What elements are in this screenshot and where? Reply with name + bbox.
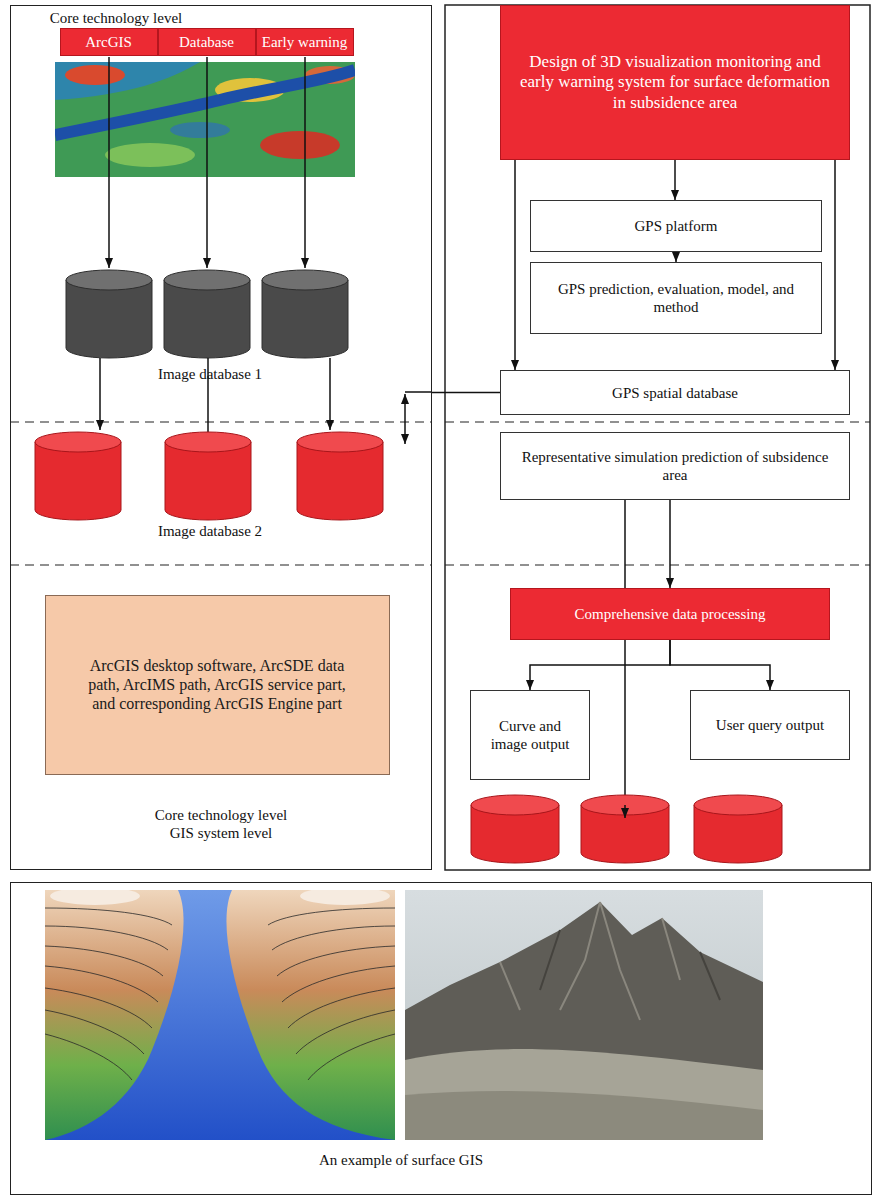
terrain-image xyxy=(55,62,355,177)
connector-arrow xyxy=(670,640,770,690)
process-box: Representative simulation prediction of … xyxy=(500,432,850,500)
box-text: User query output xyxy=(716,716,824,734)
module-box: ArcGIS xyxy=(60,28,158,56)
database-box: GPS spatial database xyxy=(500,370,850,415)
connector-arrow xyxy=(432,392,500,394)
box-text: Curve and image output xyxy=(479,717,581,753)
database-label: Image database 1 xyxy=(110,365,310,383)
box-text: ArcGIS xyxy=(85,33,132,51)
panel-heading: An example of surface GIS xyxy=(11,1151,791,1169)
process-box: GPS prediction, evaluation, model, and m… xyxy=(530,262,822,334)
system-panel: Core technology levelCore technology lev… xyxy=(10,5,432,870)
module-box: Early warning xyxy=(256,28,354,56)
example-panel: An example of surface GIS xyxy=(10,882,872,1195)
panel-heading: Core technology level xyxy=(31,9,201,27)
connector-arrow xyxy=(669,500,671,588)
box-text: Design of 3D visualization monitoring an… xyxy=(513,52,837,113)
database-label: Image database 2 xyxy=(110,522,310,540)
mountain-photo xyxy=(405,890,763,1140)
output-box: User query output xyxy=(690,690,850,760)
box-text: GPS prediction, evaluation, model, and m… xyxy=(541,280,811,316)
connector-arrow xyxy=(675,252,677,262)
panel-heading: Core technology level GIS system level xyxy=(146,806,296,842)
box-text: Representative simulation prediction of … xyxy=(511,448,839,484)
valley-illustration xyxy=(45,890,395,1140)
software-box: ArcGIS desktop software, ArcSDE data pat… xyxy=(45,595,390,775)
box-text: Comprehensive data processing xyxy=(575,605,766,623)
connector-arrow xyxy=(674,160,676,200)
box-text: GPS platform xyxy=(635,217,718,235)
module-box: Database xyxy=(158,28,256,56)
connector-arrow xyxy=(514,160,516,370)
output-box: Curve and image output xyxy=(470,690,590,780)
box-text: GPS spatial database xyxy=(612,384,738,402)
process-box: Comprehensive data processing xyxy=(510,588,830,640)
box-text: Database xyxy=(179,33,234,51)
connector-arrow xyxy=(530,640,670,690)
title-box: Design of 3D visualization monitoring an… xyxy=(500,5,850,160)
box-text: Early warning xyxy=(262,33,347,51)
connector-arrow xyxy=(834,160,836,370)
box-text: ArcGIS desktop software, ArcSDE data pat… xyxy=(76,656,359,714)
process-box: GPS platform xyxy=(530,200,822,252)
